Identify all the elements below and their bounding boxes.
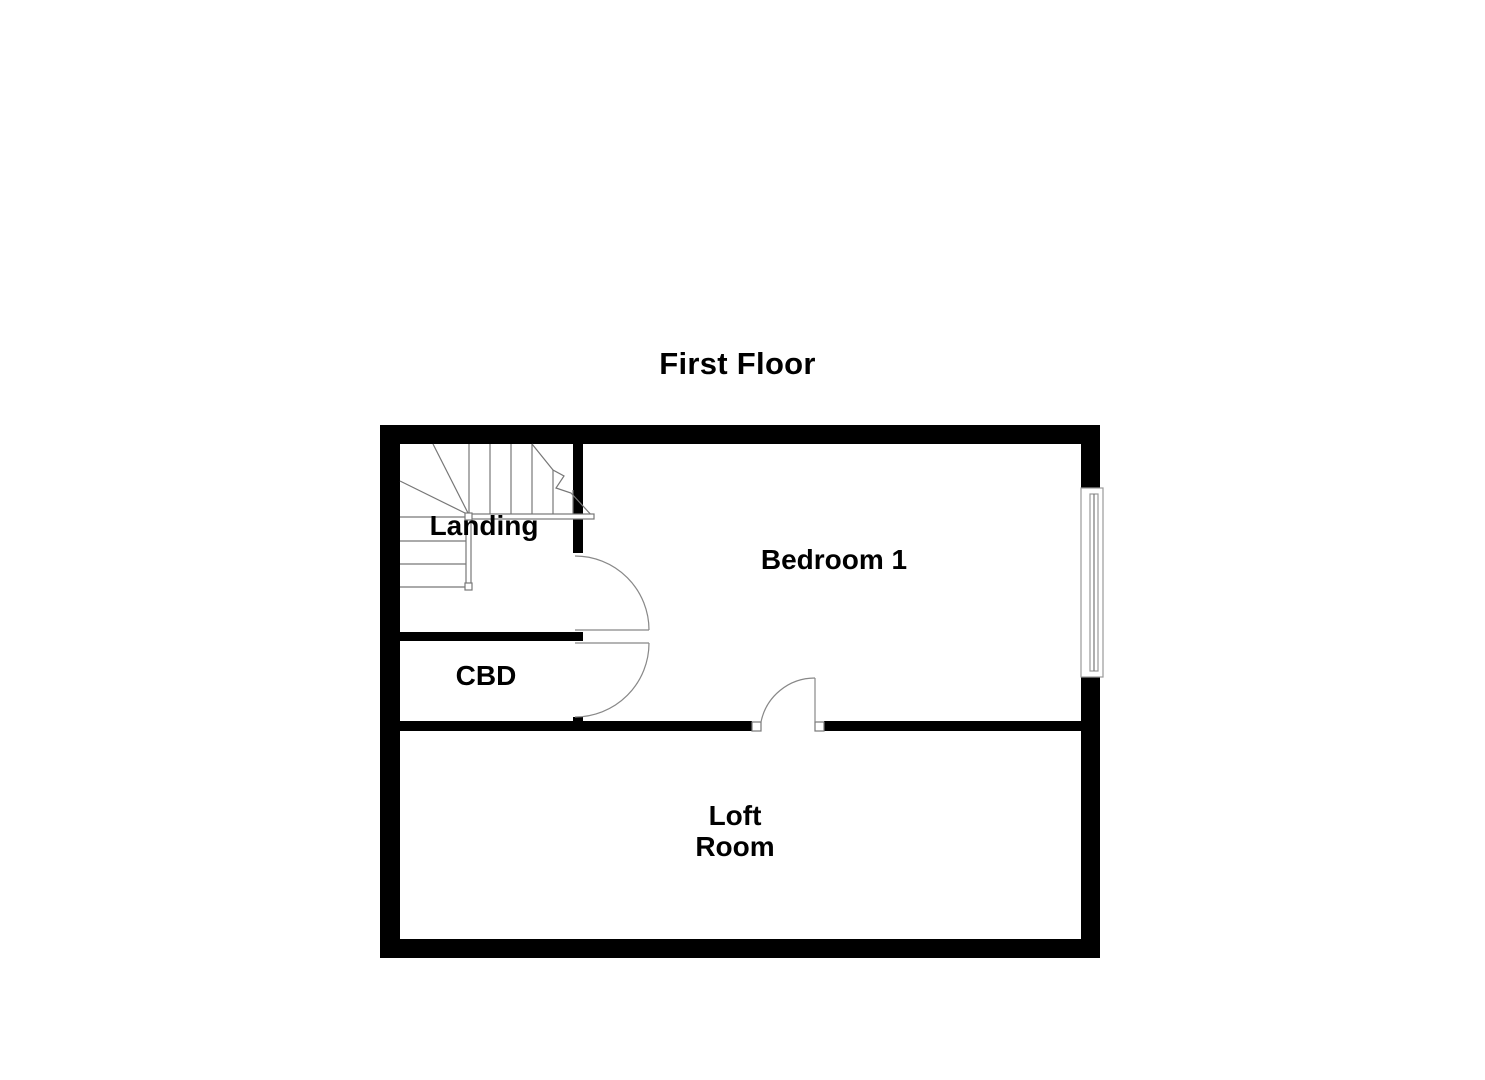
door-cbd — [574, 642, 650, 718]
room-label-loft-room: Loft Room — [695, 800, 775, 862]
door-bedroom-loft — [751, 677, 825, 732]
door-landing-bedroom — [574, 555, 650, 631]
room-label-bedroom-1: Bedroom 1 — [760, 544, 908, 575]
window-bedroom-1 — [1080, 487, 1104, 678]
outer-walls — [380, 425, 1100, 958]
room-label-landing: Landing — [429, 510, 539, 541]
room-label-cbd: CBD — [455, 660, 517, 691]
staircase — [399, 443, 595, 591]
interior-walls — [400, 444, 1081, 731]
floor-title: First Floor — [659, 346, 816, 381]
